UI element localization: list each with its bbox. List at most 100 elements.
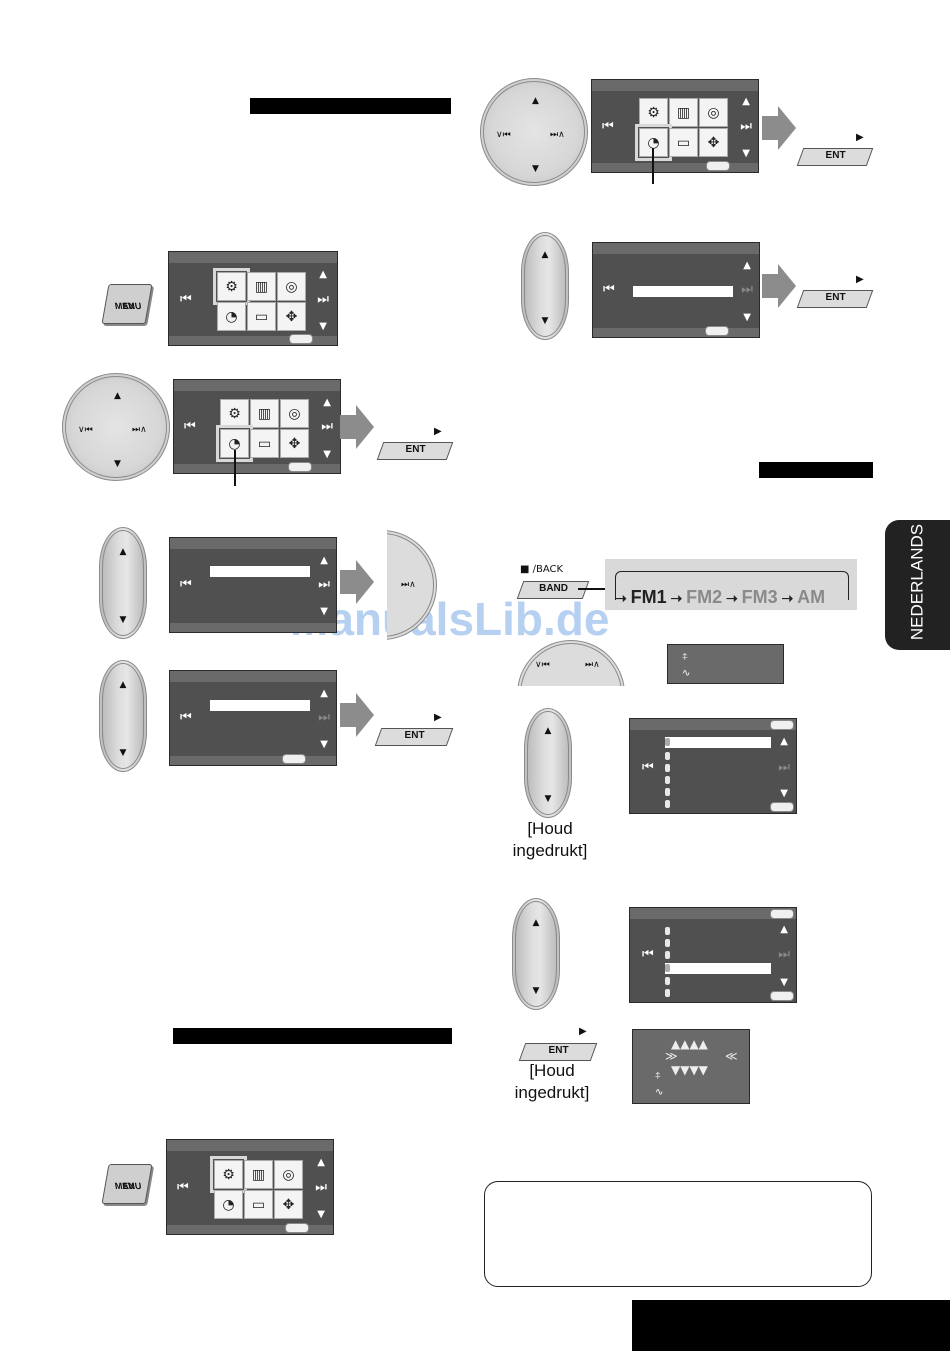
callout-line: [234, 450, 236, 486]
skip-forward-icon: ⏭: [740, 119, 752, 134]
control-dial[interactable]: ▲ ▼ ∨⏮ ⏭∧: [480, 78, 588, 186]
page-footer-block: [632, 1300, 950, 1351]
display-tile-icon[interactable]: ▭: [669, 128, 698, 157]
input-tile-icon[interactable]: ✥: [699, 128, 728, 157]
band-item-fm1: FM1: [630, 587, 667, 607]
watermark: ManualsLib.de: [290, 593, 610, 645]
play-icon: ▶: [434, 712, 442, 723]
ent-button[interactable]: ENT: [796, 148, 874, 166]
scroll-dial[interactable]: ▲ ▼: [524, 708, 572, 818]
control-dial-partial[interactable]: ∨⏮ ⏭∧: [517, 640, 625, 686]
triangle-down-icon: ▼: [317, 1209, 325, 1220]
play-icon: ▶: [856, 132, 864, 143]
ent-button[interactable]: ENT: [374, 728, 454, 746]
equalizer-tile-icon[interactable]: ▥: [669, 98, 698, 127]
flash-burst-icon: ▲▲▲▲: [671, 1037, 708, 1051]
scroll-dial[interactable]: ▲ ▼: [512, 898, 560, 1010]
step-arrow-icon: [340, 693, 374, 737]
antenna-icon: ⍏: [655, 1071, 661, 1082]
display-tile-icon[interactable]: ▭: [250, 429, 279, 458]
triangle-up-icon: ▲: [743, 260, 751, 271]
signal-wave-icon: ∿: [682, 668, 691, 679]
skip-back-icon: ⏮: [184, 419, 196, 434]
settings-tile-icon[interactable]: ⚙: [210, 1156, 247, 1193]
control-dial-partial[interactable]: ⏭∧: [387, 530, 443, 640]
ent-button[interactable]: ENT: [376, 442, 454, 460]
back-label: ■ ∕BACK: [520, 564, 564, 575]
list-screen: ⏮ ⏭ ▲ ▼: [169, 670, 337, 766]
display-tile-icon[interactable]: ▭: [244, 1190, 273, 1219]
preset-list-screen: ⏮ ⏭ ▲ ▼: [629, 718, 797, 814]
input-tile-icon[interactable]: ✥: [274, 1190, 303, 1219]
triangle-down-icon: ▼: [780, 977, 788, 988]
skip-forward-icon: ⏭: [778, 760, 790, 775]
triangle-up-icon: ▲: [320, 555, 328, 566]
settings-tile-icon[interactable]: ⚙: [213, 268, 250, 305]
clock-tile-icon[interactable]: ◔: [217, 302, 246, 331]
clock-tile-icon[interactable]: ◔: [214, 1190, 243, 1219]
disc-tile-icon[interactable]: ◎: [280, 399, 309, 428]
skip-forward-icon: ⏭: [321, 419, 333, 434]
menu-screen: ⏮ ⏭ ▲ ▼ ⚙ ▥ ◎ ◔ ▭ ✥: [591, 79, 759, 173]
equalizer-tile-icon[interactable]: ▥: [244, 1160, 273, 1189]
callout-line: [652, 148, 654, 184]
connector-line: [578, 588, 608, 590]
triangle-down-icon: ▼: [742, 148, 750, 159]
scroll-dial[interactable]: ▲ ▼: [99, 660, 147, 772]
skip-forward-icon: ⏭: [315, 1180, 327, 1195]
step-arrow-icon: [340, 560, 374, 604]
skip-back-icon: ⏮: [602, 119, 614, 134]
settings-tile-icon[interactable]: ⚙: [639, 98, 668, 127]
triangle-up-icon: ▲: [323, 397, 331, 408]
equalizer-tile-icon[interactable]: ▥: [247, 272, 276, 301]
input-tile-icon[interactable]: ✥: [277, 302, 306, 331]
skip-forward-icon: ⏭: [778, 947, 790, 962]
disc-tile-icon[interactable]: ◎: [699, 98, 728, 127]
play-icon: ▶: [856, 274, 864, 285]
skip-back-icon: ⏮: [180, 292, 192, 307]
flash-burst-icon: ▼▼▼▼: [671, 1063, 708, 1077]
settings-tile-icon[interactable]: ⚙: [220, 399, 249, 428]
signal-wave-icon: ∿: [655, 1087, 664, 1098]
triangle-up-icon: ▲: [320, 688, 328, 699]
skip-back-icon: ⏮: [642, 760, 654, 775]
input-tile-icon[interactable]: ✥: [280, 429, 309, 458]
triangle-up-icon: ▲: [319, 269, 327, 280]
control-dial[interactable]: ▲ ▼ ∨⏮ ⏭∧: [62, 373, 170, 481]
section-header-bar: [250, 98, 451, 114]
disc-tile-icon[interactable]: ◎: [274, 1160, 303, 1189]
ent-button[interactable]: ENT: [518, 1043, 598, 1061]
note-box: [484, 1181, 872, 1287]
ent-button[interactable]: ENT: [796, 290, 874, 308]
triangle-down-icon: ▼: [743, 312, 751, 323]
skip-forward-icon: ⏭: [317, 292, 329, 307]
scroll-dial[interactable]: ▲ ▼: [521, 232, 569, 340]
play-icon: ▶: [434, 426, 442, 437]
skip-back-icon: ⏮: [603, 282, 615, 297]
band-item-fm3: FM3: [741, 587, 778, 607]
scroll-dial[interactable]: ▲ ▼: [99, 527, 147, 639]
step-arrow-icon: [340, 405, 374, 449]
memory-flash-screen: ▲▲▲▲ ▼▼▼▼ ≫ ≪ ⍏ ∿: [632, 1029, 750, 1104]
step-arrow-icon: [762, 106, 796, 150]
triangle-up-icon: ▲: [780, 736, 788, 747]
triangle-up-icon: ▲: [780, 924, 788, 935]
list-screen: ⏮ ⏭ ▲ ▼: [169, 537, 337, 633]
skip-forward-icon: ⏭: [741, 282, 753, 297]
menu-screen: ⏮ ⏭ ▲ ▼ ⚙ ▥ ◎ ◔ ▭ ✥: [168, 251, 338, 346]
triangle-up-icon: ▲: [317, 1157, 325, 1168]
preset-list-screen: ⏮ ⏭ ▲ ▼: [629, 907, 797, 1003]
skip-forward-icon: ⏭: [318, 710, 330, 725]
equalizer-tile-icon[interactable]: ▥: [250, 399, 279, 428]
signal-screen: ⍏ ∿: [667, 644, 784, 684]
triangle-down-icon: ▼: [319, 321, 327, 332]
play-icon: ▶: [579, 1026, 587, 1037]
band-button[interactable]: BAND: [516, 581, 590, 599]
display-tile-icon[interactable]: ▭: [247, 302, 276, 331]
step-arrow-icon: [762, 264, 796, 308]
disc-tile-icon[interactable]: ◎: [277, 272, 306, 301]
